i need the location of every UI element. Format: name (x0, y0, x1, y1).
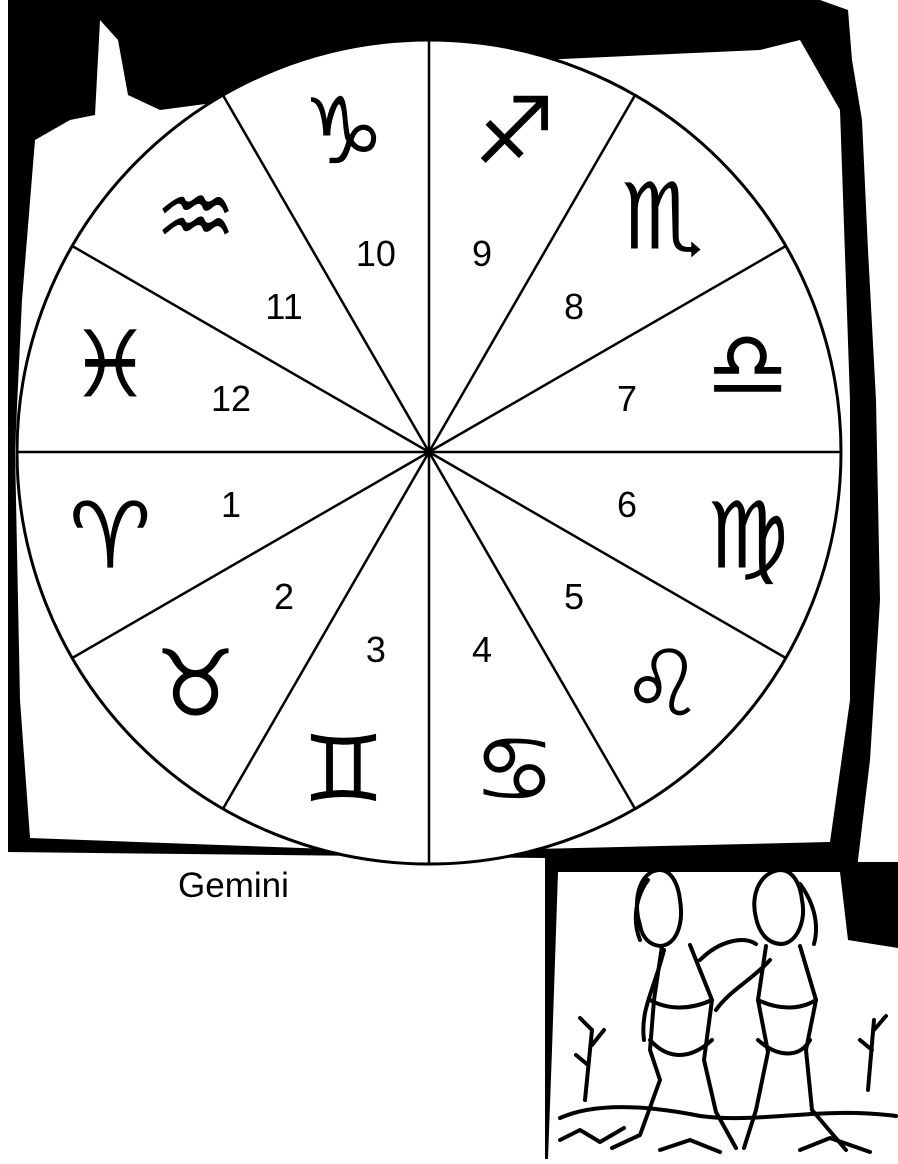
house-number: 9 (472, 233, 492, 274)
pisces-icon: ♓︎ (69, 312, 151, 419)
wheel-center (424, 447, 434, 457)
zodiac-wheel (17, 40, 841, 864)
house-number: 6 (617, 484, 637, 525)
gemini-icon: ♊︎ (302, 716, 384, 823)
aries-icon: ♈︎ (69, 482, 151, 589)
house-number: 8 (564, 286, 584, 327)
taurus-icon: ♉︎ (154, 630, 236, 737)
house-number: 5 (564, 576, 584, 617)
house-number: 4 (472, 629, 492, 670)
house-number: 2 (274, 576, 294, 617)
house-number: 1 (221, 484, 241, 525)
scorpio-icon: ♏︎ (621, 164, 703, 271)
house-number: 12 (211, 378, 251, 419)
house-number: 11 (265, 286, 302, 327)
leo-icon: ♌︎ (621, 630, 703, 737)
house-number: 10 (356, 233, 396, 274)
virgo-icon: ♍︎ (707, 482, 789, 589)
cancer-icon: ♋︎ (473, 716, 555, 823)
libra-icon: ♎︎ (707, 312, 789, 419)
gemini-twins-illustration (545, 862, 898, 1159)
house-number: 3 (366, 629, 386, 670)
sagittarius-icon: ♐︎ (473, 78, 555, 185)
aquarius-icon: ♒︎ (154, 164, 236, 271)
sagittarius-caption: Sagittarius (538, 6, 703, 46)
gemini-caption: Gemini (178, 866, 289, 906)
house-number: 7 (617, 378, 637, 419)
capricorn-icon: ♑︎ (302, 78, 384, 185)
